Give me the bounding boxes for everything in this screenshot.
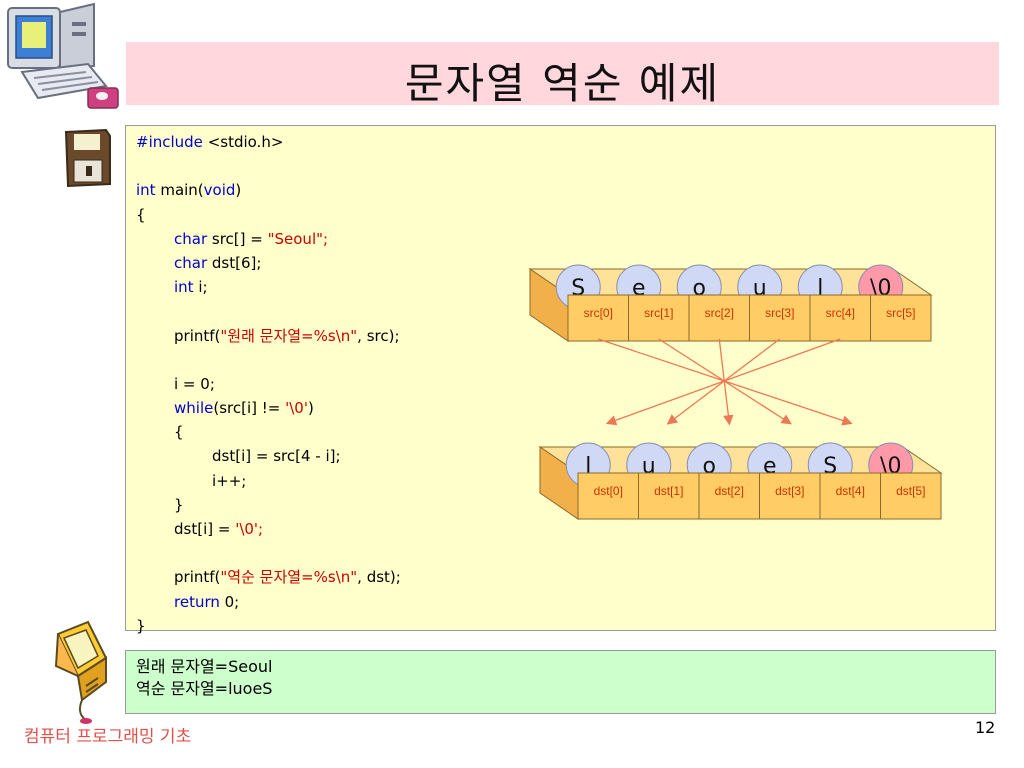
mapping-arrow (605, 338, 841, 426)
code-line: printf("원래 문자열=%s\n", src); (174, 326, 400, 345)
src-cell (628, 294, 690, 342)
index-label: dst[1] (654, 484, 683, 498)
index-label: dst[5] (896, 484, 925, 498)
code-line: char dst[6]; (174, 253, 262, 272)
computer-icon (7, 2, 119, 109)
floppy-disk-icon (64, 128, 111, 188)
code-line: } (136, 616, 146, 635)
output-line-reversed: 역순 문자열=luoeS (136, 679, 273, 698)
index-label: src[4] (826, 306, 855, 320)
output-panel: 원래 문자열=Seoul 역순 문자열=luoeS (125, 650, 996, 714)
dst-cell (577, 472, 639, 520)
index-label: src[5] (886, 306, 915, 320)
dst-cell (819, 472, 881, 520)
src-cell (749, 294, 811, 342)
slide-title: 문자열 역순 예제 (404, 59, 721, 108)
code-line: int i; (174, 278, 208, 297)
src-cell (688, 294, 750, 342)
index-label: src[2] (705, 306, 734, 320)
code-line: int main(void) (136, 181, 242, 200)
index-label: dst[3] (775, 484, 804, 498)
page-number: 12 (975, 718, 996, 737)
index-label: dst[4] (836, 484, 865, 498)
dst-cell (638, 472, 700, 520)
code-line (136, 348, 401, 372)
src-cell (567, 294, 629, 342)
code-line (136, 541, 401, 565)
code-line: { (174, 423, 184, 442)
code-line: dst[i] = '\0'; (174, 520, 264, 538)
code-line: while(src[i] != '\0') (174, 399, 314, 418)
code-line: { (136, 205, 146, 224)
index-label: dst[2] (715, 484, 744, 498)
output-line-original: 원래 문자열=Seoul (136, 657, 273, 676)
src-cell (809, 294, 871, 342)
code-line: char src[] = "Seoul"; (174, 229, 329, 248)
code-line: printf("역순 문자열=%s\n", dst); (174, 568, 401, 587)
src-cell (870, 294, 932, 342)
code-line: return 0; (174, 592, 240, 611)
code-line (136, 154, 401, 178)
code-line (136, 299, 401, 323)
code-line: #include <stdio.h> (136, 133, 284, 151)
index-label: src[0] (584, 306, 613, 320)
title-bar: 문자열 역순 예제 (126, 42, 999, 108)
code-line: dst[i] = src[4 - i]; (212, 447, 341, 466)
index-label: src[3] (765, 306, 794, 320)
char-label: l (585, 454, 591, 479)
source-code: #include <stdio.h> int main(void) { char sr… (136, 130, 401, 638)
monitor-icon (54, 620, 108, 724)
code-panel: #include <stdio.h> int main(void) { char sr… (125, 125, 996, 635)
index-label: dst[0] (594, 484, 623, 498)
code-line: } (174, 495, 184, 514)
dst-cell (759, 472, 821, 520)
course-title: 컴퓨터 프로그래밍 기초 (24, 727, 192, 747)
dst-cell (880, 472, 942, 520)
char-label: l (817, 276, 823, 301)
index-label: src[1] (644, 306, 673, 320)
code-line: i = 0; (174, 374, 215, 393)
code-line: i++; (212, 471, 247, 490)
